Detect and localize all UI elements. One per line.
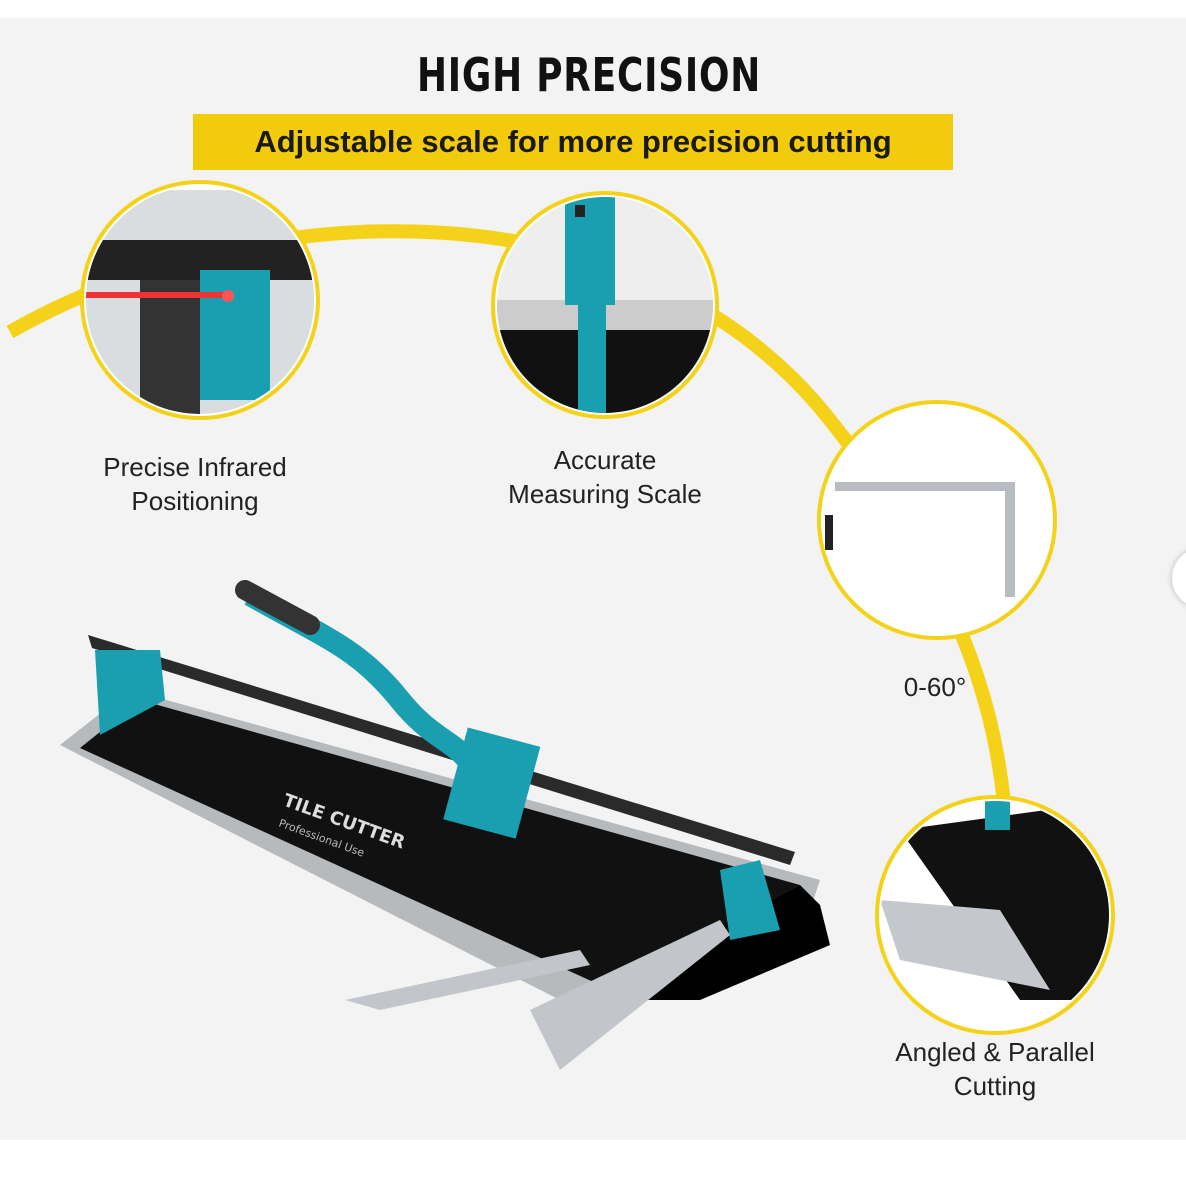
subtitle-banner: Adjustable scale for more precision cutt…: [193, 114, 953, 170]
feature-label-line: Measuring Scale: [508, 479, 702, 509]
page-title: HIGH PRECISION: [416, 48, 762, 102]
feature-label-line: Positioning: [131, 486, 259, 516]
angle-ruler-detail-circle: [817, 400, 1057, 640]
carousel-next-button[interactable]: [1172, 548, 1186, 608]
infrared-detail-circle: [80, 180, 320, 420]
parallel-cutting-detail-circle: [875, 795, 1115, 1035]
feature-label-line: Cutting: [953, 1071, 1037, 1101]
feature-label-line: Angled & Parallel: [895, 1037, 1095, 1067]
feature-label-line: 0-60°: [903, 672, 967, 702]
measuring-scale-detail-circle: [491, 191, 719, 419]
feature-label-scale: Accurate Measuring Scale: [470, 443, 740, 511]
feature-label-line: Precise Infrared: [103, 452, 287, 482]
feature-label-infrared: Precise Infrared Positioning: [60, 450, 330, 518]
feature-label-parallel: Angled & Parallel Cutting: [855, 1035, 1135, 1103]
tile-cutter-product: TILE CUTTER Professional Use: [60, 580, 830, 1070]
subtitle-text: Adjustable scale for more precision cutt…: [254, 124, 892, 159]
feature-label-line: Accurate: [553, 445, 657, 475]
feature-label-angle: 0-60°: [840, 670, 1030, 704]
